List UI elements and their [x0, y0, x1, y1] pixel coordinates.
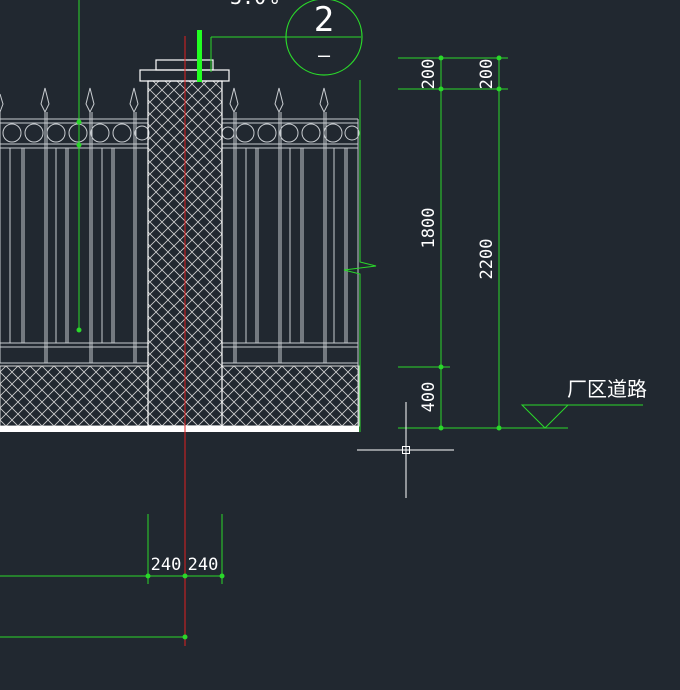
- site-road-label: 厂区道路: [567, 377, 647, 401]
- dim-240-right: 240: [188, 555, 219, 575]
- dim-200-left: 200: [419, 59, 439, 90]
- break-line: [343, 80, 377, 432]
- fence-left: [0, 87, 150, 364]
- highlight-marker: [197, 30, 202, 82]
- cad-cursor-crosshair[interactable]: [357, 402, 454, 498]
- dim-200-right: 200: [477, 59, 497, 90]
- detail-divider: —: [318, 43, 331, 67]
- vertical-dimension-group: [398, 55, 568, 431]
- dim-400: 400: [419, 382, 439, 413]
- dim-2200: 2200: [477, 239, 497, 280]
- dim-240-left: 240: [151, 555, 182, 575]
- leader-lines: [76, 0, 287, 333]
- dim-1800: 1800: [419, 208, 439, 249]
- ground-line: [0, 426, 359, 432]
- horizontal-dimension-group: [0, 514, 225, 640]
- fence-base: [0, 365, 360, 427]
- slope-label-partial: 3.0%: [230, 0, 278, 9]
- fence-right: [221, 87, 360, 432]
- detail-number: 2: [314, 0, 334, 40]
- level-symbol: [520, 404, 643, 429]
- detail-bubble: 2 —: [285, 0, 363, 76]
